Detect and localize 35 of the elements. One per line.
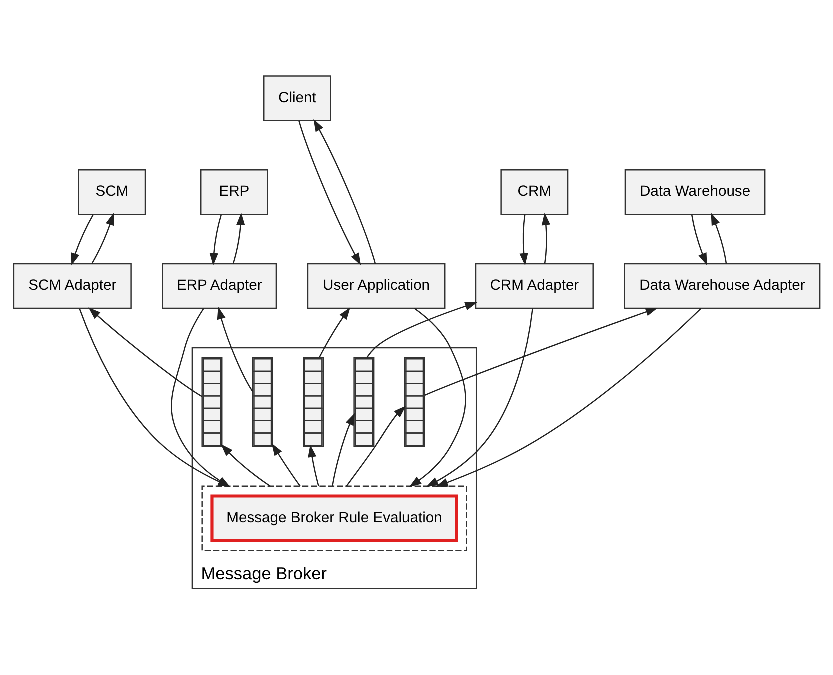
arrow bbox=[424, 308, 658, 396]
arrow bbox=[313, 119, 376, 264]
arrow bbox=[426, 308, 533, 488]
node-box: Message Broker Rule Evaluation bbox=[210, 494, 458, 542]
arrow bbox=[541, 212, 550, 264]
arrow bbox=[308, 445, 319, 487]
arrow bbox=[519, 214, 528, 266]
node-box: CRM bbox=[500, 169, 568, 216]
arrow bbox=[435, 308, 702, 488]
node-box: SCM bbox=[78, 169, 146, 216]
arrow bbox=[220, 444, 270, 487]
node-box: Client bbox=[263, 76, 331, 122]
node-box: User Application bbox=[306, 263, 446, 310]
node-box: CRM Adapter bbox=[474, 263, 594, 310]
arrow bbox=[690, 214, 707, 266]
arrow bbox=[232, 212, 245, 264]
cluster bbox=[201, 486, 467, 552]
arrow bbox=[298, 120, 361, 266]
arrow bbox=[331, 413, 355, 486]
arrow bbox=[271, 443, 300, 487]
node-box: ERP bbox=[200, 169, 268, 216]
arrow bbox=[70, 214, 94, 266]
arrow bbox=[88, 308, 202, 398]
node-box: Data Warehouse bbox=[624, 169, 766, 216]
arrow bbox=[408, 308, 466, 488]
node-box: Data Warehouse Adapter bbox=[624, 263, 820, 310]
arrow bbox=[216, 307, 253, 392]
node-box: ERP Adapter bbox=[162, 263, 277, 310]
arrow bbox=[366, 302, 478, 358]
node-box: SCM Adapter bbox=[12, 263, 132, 310]
arrow bbox=[318, 308, 350, 358]
arrow bbox=[209, 214, 222, 266]
arrow bbox=[710, 213, 727, 264]
arrow bbox=[91, 213, 114, 264]
arrow bbox=[346, 406, 406, 487]
